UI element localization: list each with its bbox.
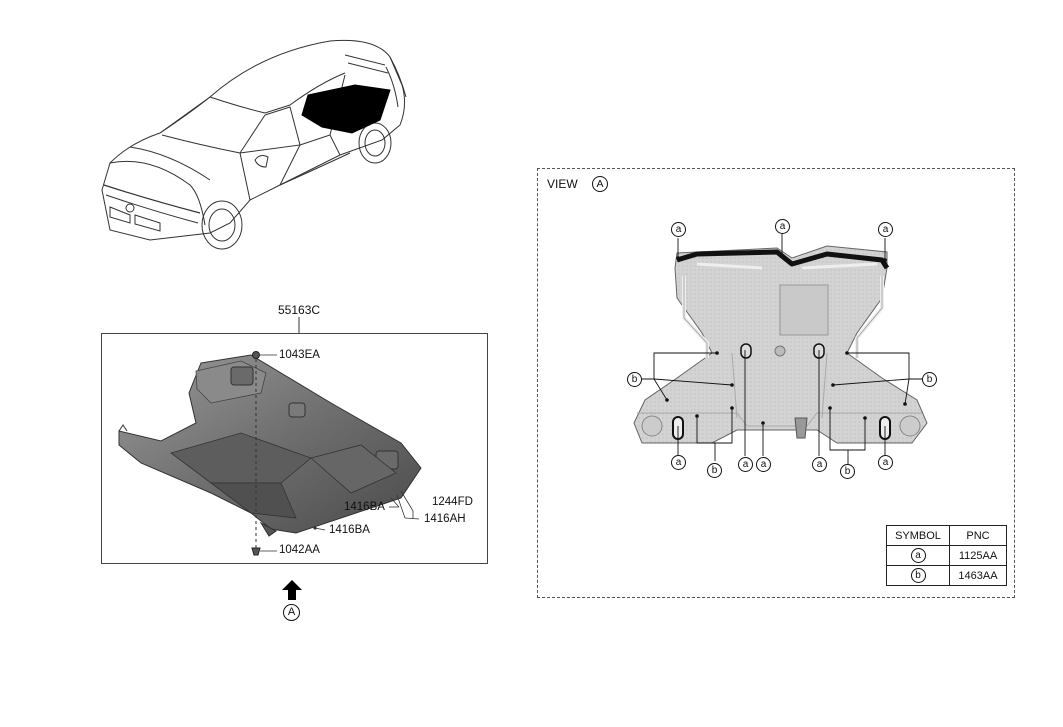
view-title: VIEW [547,177,578,191]
part-1043EA: 1043EA [279,349,320,361]
assembly-pnc-label: 55163C [278,303,321,317]
callout-a: a [812,457,827,472]
symbol-pnc-table: SYMBOL PNC a 1125AA b 1463AA [886,525,1007,586]
table-header-row: SYMBOL PNC [886,525,1007,546]
view-title-circle: A [592,176,608,192]
symbol-a: a [910,548,926,563]
table-cell-pnc: 1125AA [949,545,1007,566]
table-row: b 1463AA [886,565,1007,586]
callout-a: a [878,222,893,237]
callout-a: a [671,455,686,470]
callout-a: a [756,457,771,472]
table-cell-pnc: 1463AA [949,565,1007,586]
view-title-ref: A [596,178,604,190]
symbol-b: b [910,568,926,583]
view-a-frame [537,168,1015,598]
table-header-symbol: SYMBOL [886,525,950,546]
assembly-leader [298,317,300,334]
part-frame [101,333,488,564]
underbody-bottom-view [633,234,928,464]
vehicle-illustration [101,39,407,250]
callout-a: a [878,455,893,470]
callout-b: b [627,372,642,387]
part-1244FD: 1244FD [432,496,473,508]
view-direction-arrow-icon [282,580,302,600]
view-ref-letter: A [287,606,296,618]
under-cover-drawing [118,351,422,556]
callout-b: b [840,464,855,479]
part-1416BA-upper: 1416BA [344,501,385,513]
callout-a: a [671,222,686,237]
callout-a: a [738,457,753,472]
table-row: a 1125AA [886,545,1007,566]
table-cell-symbol: a [886,545,950,566]
part-1416BA-lower: 1416BA [329,524,370,536]
part-1042AA: 1042AA [279,544,320,556]
callout-a: a [775,219,790,234]
view-ref-circle: A [283,604,300,621]
table-header-pnc: PNC [949,525,1007,546]
callout-b: b [922,372,937,387]
callout-b: b [707,463,722,478]
part-1416AH: 1416AH [424,513,466,525]
table-cell-symbol: b [886,565,950,586]
view-label: VIEW [547,177,578,191]
